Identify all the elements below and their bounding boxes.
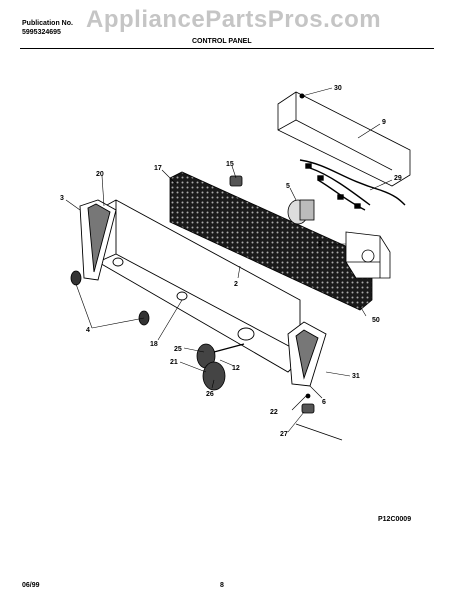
part-label: 18 — [150, 341, 158, 348]
part-label: 50 — [372, 317, 380, 324]
part-label: 9 — [382, 119, 386, 126]
header-divider — [20, 48, 434, 49]
part-label: 21 — [170, 359, 178, 366]
wire-bracket — [277, 91, 411, 187]
switch — [287, 199, 315, 225]
part-label: 15 — [226, 161, 234, 168]
part-label: 4 — [86, 327, 90, 334]
mounting-bracket — [295, 393, 343, 441]
publication-number: 5995324695 — [22, 29, 61, 36]
watermark-logo: AppliancePartsPros.com — [86, 6, 382, 33]
left-end-cap — [79, 199, 117, 281]
part-label: 2 — [234, 281, 238, 288]
wire-harness — [299, 159, 406, 211]
footer-date: 06/99 — [22, 582, 40, 589]
page-number: 8 — [220, 582, 224, 589]
part-label: 26 — [206, 391, 214, 398]
part-label: 29 — [394, 175, 402, 182]
part-label: 22 — [270, 409, 278, 416]
part-label: 20 — [96, 171, 104, 178]
page-title: CONTROL PANEL — [192, 38, 252, 45]
part-label: 17 — [154, 165, 162, 172]
part-label: 25 — [174, 346, 182, 353]
part-label: 31 — [352, 373, 360, 380]
part-label: 27 — [280, 431, 288, 438]
clip — [229, 175, 243, 187]
part-label: 3 — [60, 195, 64, 202]
right-end-cap — [287, 321, 327, 387]
part-label: 6 — [322, 399, 326, 406]
leader-lines — [65, 87, 393, 433]
timer-knob — [196, 343, 245, 391]
part-labels: 30 9 15 17 20 3 5 29 8 2 4 18 50 25 21 1… — [60, 85, 402, 438]
figure-code: P12C0009 — [378, 516, 412, 523]
part-label: 8 — [318, 241, 322, 248]
part-label: 12 — [232, 365, 240, 372]
control-panel-overlay — [169, 171, 373, 311]
part-label: 5 — [286, 183, 290, 190]
publication-label: Publication No. — [22, 20, 73, 27]
timer — [345, 231, 391, 279]
part-label: 30 — [334, 85, 342, 92]
